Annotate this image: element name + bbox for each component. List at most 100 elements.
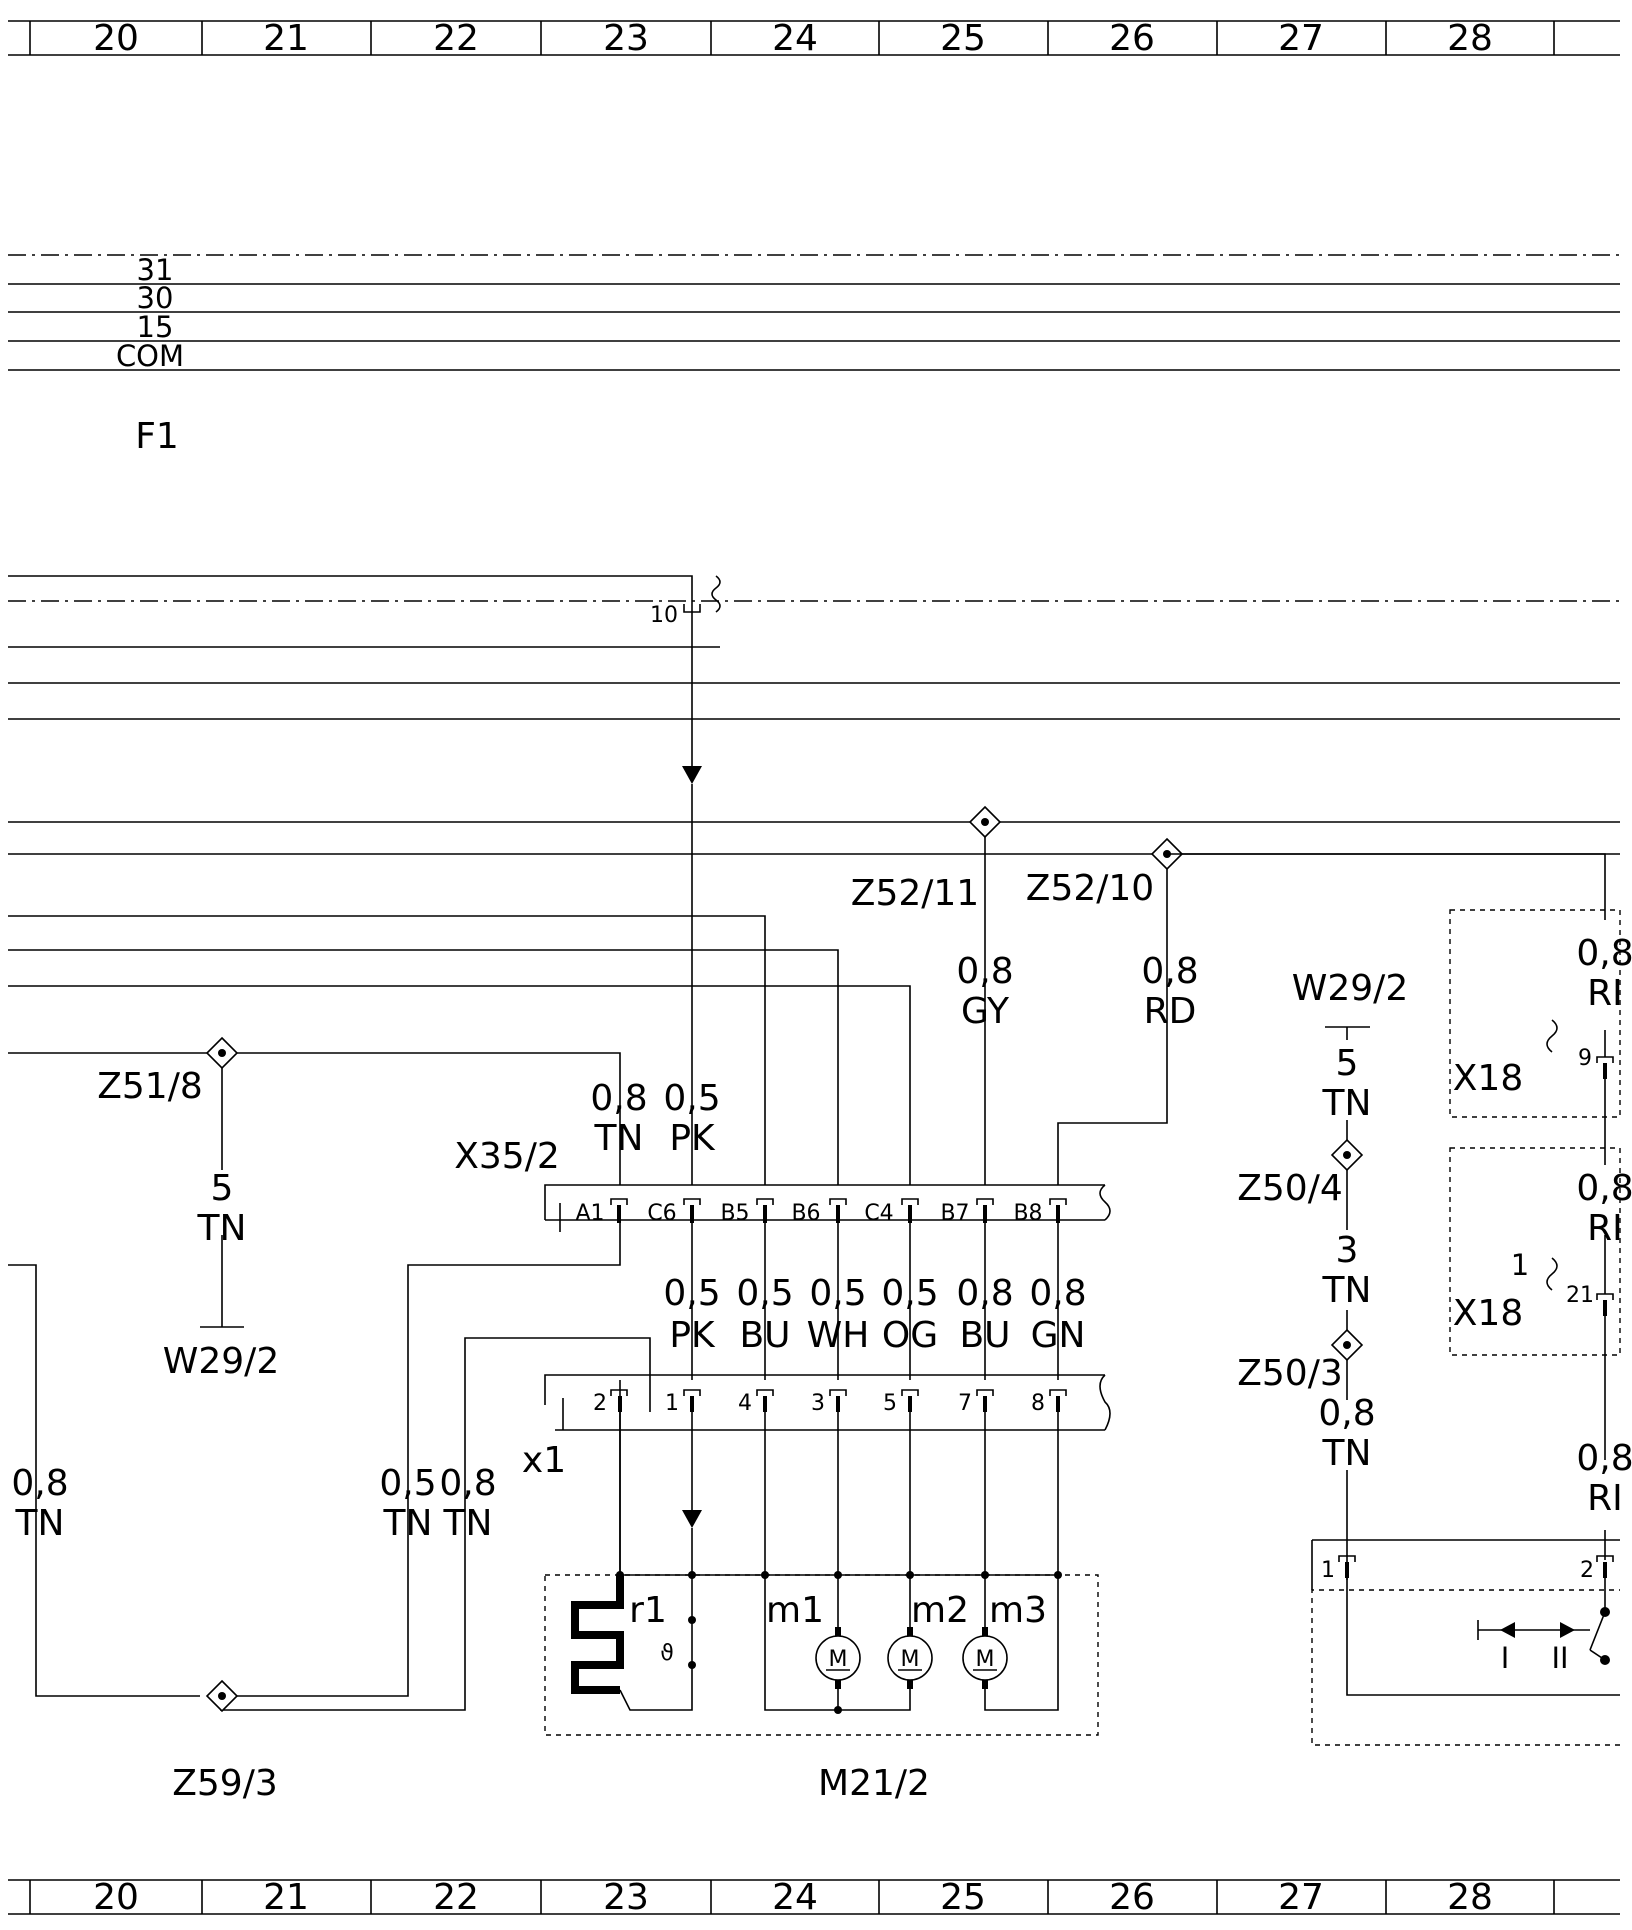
switch-arrow-right-icon (1560, 1622, 1575, 1638)
wire-color-w29-3: TN (1322, 1270, 1372, 1311)
fuse-box-label: F1 (135, 416, 179, 457)
wire-color-pk-lower: PK (669, 1315, 716, 1356)
wire-size-w29-08: 0,8 (1318, 1393, 1375, 1434)
splice-label-w29-2-right: W29/2 (1292, 968, 1408, 1009)
grid-col-24-bottom: 24 (772, 1877, 818, 1918)
splice-label-z52-11: Z52/11 (851, 873, 979, 914)
switch-position-1: I (1501, 1641, 1510, 1675)
wire-size-rd: 0,8 (1141, 951, 1198, 992)
splice-label-w29-2-left: W29/2 (163, 1341, 279, 1382)
wire-color-gn-lower: GN (1031, 1315, 1086, 1356)
harness-lines (8, 575, 1620, 1185)
wire-size-gn-lower: 0,8 (1029, 1273, 1086, 1314)
splice-label-z52-10: Z52/10 (1026, 868, 1154, 909)
wire-color-wh-lower: WH (807, 1315, 870, 1356)
x1-terminals (610, 1389, 1067, 1412)
x18-pin-9: 9 (1578, 1046, 1592, 1071)
grid-col-21: 21 (263, 18, 309, 59)
connector-x35-2: X35/2 A1 C6 B5 B6 C4 B7 B8 (454, 1136, 1111, 1232)
switch-arrow-left-icon (1500, 1622, 1515, 1638)
grid-col-22-bottom: 22 (433, 1877, 479, 1918)
wire-color-c6: PK (669, 1118, 716, 1159)
motor-m2-symbol: M (901, 1647, 920, 1672)
motor-m1-symbol: M (829, 1647, 848, 1672)
grid-col-27: 27 (1278, 18, 1324, 59)
grid-col-26: 26 (1109, 18, 1155, 59)
connector-x18-label-a: X18 (1453, 1058, 1523, 1099)
bus-label-30: 30 (137, 281, 174, 315)
bus-label-15: 15 (137, 310, 174, 344)
top-connector-10: 10 (650, 575, 721, 628)
grid-col-27-bottom: 27 (1278, 1877, 1324, 1918)
wire-size-c6: 0,5 (663, 1078, 720, 1119)
bus-label-com: COM (116, 339, 184, 373)
wire-labels: 0,8 TN 0,5 PK 0,8 GY 0,8 RD 0,5 PK 0,5 B… (11, 933, 1632, 1544)
wire-color-mid-left-b: TN (443, 1503, 493, 1544)
grid-col-26-bottom: 26 (1109, 1877, 1155, 1918)
connector-x35-label: X35/2 (454, 1136, 560, 1177)
wire-size-pk-lower: 0,5 (663, 1273, 720, 1314)
wire-size-mid-left-a: 0,5 (379, 1463, 436, 1504)
x35-terminals (610, 1198, 1067, 1223)
splice-z52-11: Z52/11 (851, 805, 1002, 1185)
right-side-components: X18 X18 9 21 1 1 2 I II (1167, 853, 1621, 1746)
wire-color-right-3: RI (1587, 1478, 1623, 1519)
mid-wires (220, 1223, 1059, 1697)
grid-col-28: 28 (1447, 18, 1493, 59)
wire-size-og-lower: 0,5 (881, 1273, 938, 1314)
x1-pin-5: 5 (883, 1391, 897, 1416)
x35-pin-a1: A1 (575, 1201, 604, 1226)
wire-color-far-left: TN (15, 1503, 65, 1544)
x35-pin-c4: C4 (864, 1201, 893, 1226)
switch-pin-2: 2 (1580, 1558, 1594, 1583)
splice-label-z50-3: Z50/3 (1237, 1353, 1343, 1394)
motor-unit-m21-2: r1 ϑ M M M m1 m2 m3 M21/2 (544, 1571, 1099, 1804)
motor-m1-label: m1 (766, 1590, 824, 1631)
x1-pin-4: 4 (738, 1391, 752, 1416)
x35-pin-b7: B7 (940, 1201, 969, 1226)
grid-col-20-bottom: 20 (93, 1877, 139, 1918)
grid-col-25: 25 (940, 18, 986, 59)
x35-pin-c6: C6 (647, 1201, 676, 1226)
connector-x18-label-b: X18 (1453, 1293, 1523, 1334)
wire-color-w29-5: TN (1322, 1083, 1372, 1124)
grid-col-23-bottom: 23 (603, 1877, 649, 1918)
wire-size-right-3: 0,8 (1576, 1438, 1632, 1479)
wire-size-left-5: 5 (211, 1168, 234, 1209)
switch-position-2: II (1551, 1641, 1568, 1675)
motor-m3-symbol: M (976, 1647, 995, 1672)
grid-col-21-bottom: 21 (263, 1877, 309, 1918)
wire-color-right-1: RI (1587, 973, 1623, 1014)
splice-label-z59-3: Z59/3 (172, 1763, 278, 1804)
grid-col-25-bottom: 25 (940, 1877, 986, 1918)
x18-extra-label: 1 (1511, 1248, 1529, 1282)
resistor-r1-icon (571, 1575, 624, 1694)
wire-color-bu2-lower: BU (959, 1315, 1010, 1356)
wire-color-gy: GY (961, 991, 1010, 1032)
bottom-grid-strip: 20 21 22 23 24 25 26 27 28 (8, 1877, 1620, 1918)
grid-col-24: 24 (772, 18, 818, 59)
lower-wires (220, 1337, 1059, 1711)
switch-pin-1: 1 (1321, 1558, 1335, 1583)
wire-size-w29-3: 3 (1336, 1230, 1359, 1271)
wire-color-bu-lower: BU (739, 1315, 790, 1356)
grid-col-22: 22 (433, 18, 479, 59)
x1-pin-3: 3 (811, 1391, 825, 1416)
wire-size-mid-left-b: 0,8 (439, 1463, 496, 1504)
x35-pin-b5: B5 (720, 1201, 749, 1226)
resistor-r1-label: r1 (629, 1590, 667, 1631)
x35-pin-b6: B6 (791, 1201, 820, 1226)
grid-col-23: 23 (603, 18, 649, 59)
wire-color-w29-08: TN (1322, 1433, 1372, 1474)
wire-size-w29-5: 5 (1336, 1043, 1359, 1084)
wire-color-right-2: RI (1587, 1208, 1623, 1249)
x35-pin-b8: B8 (1013, 1201, 1042, 1226)
wire-size-gy: 0,8 (956, 951, 1013, 992)
ground-arrow-icon (682, 766, 702, 784)
x1-pin-7: 7 (958, 1391, 972, 1416)
wire-color-a1: TN (594, 1118, 644, 1159)
x18-pin-21: 21 (1566, 1283, 1594, 1308)
grid-col-28-bottom: 28 (1447, 1877, 1493, 1918)
wire-color-left-5: TN (197, 1208, 247, 1249)
